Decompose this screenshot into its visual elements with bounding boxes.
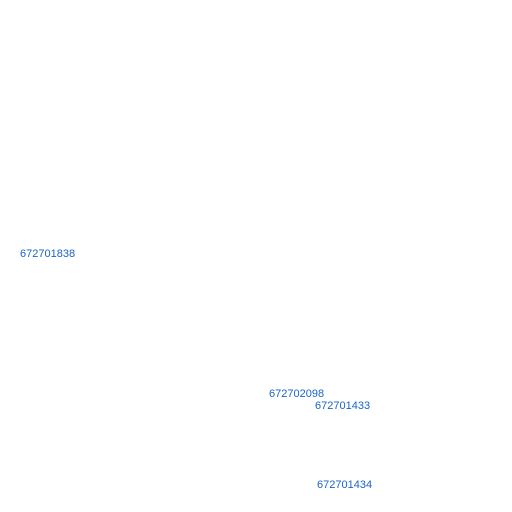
parcel-label-672702098[interactable]: 672702098 — [269, 388, 325, 400]
parcel-label-672701838[interactable]: 672701838 — [20, 248, 76, 260]
parcel-label-672701434[interactable]: 672701434 — [317, 479, 373, 491]
parcel-label-672701433[interactable]: 672701433 — [315, 400, 371, 412]
